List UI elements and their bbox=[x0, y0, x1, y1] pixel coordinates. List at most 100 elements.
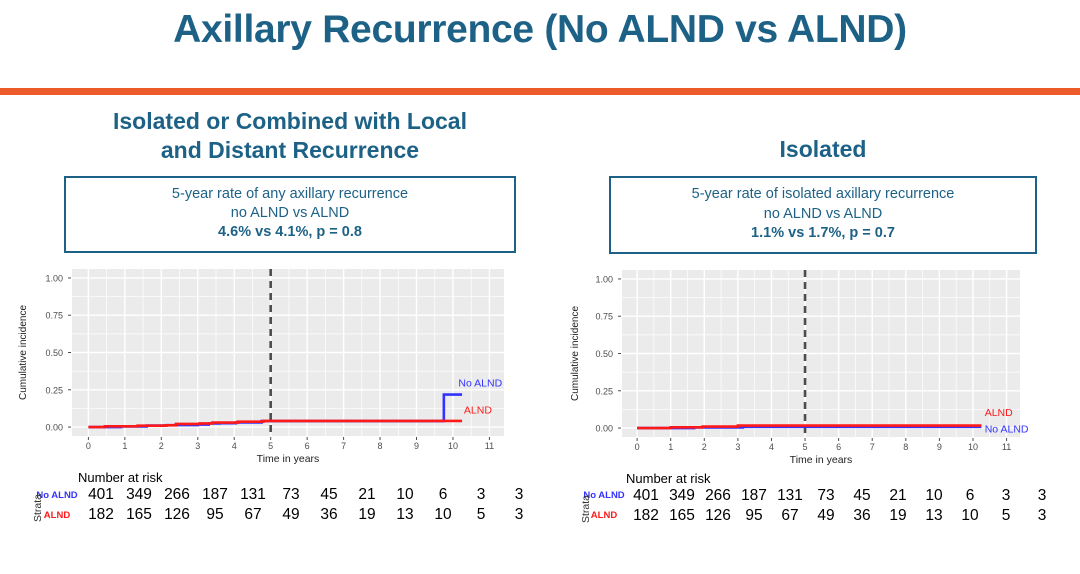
title-divider-bar bbox=[0, 88, 1080, 95]
info-line-1: 5-year rate of any axillary recurrence bbox=[171, 185, 409, 202]
svg-text:Time in years: Time in years bbox=[257, 453, 320, 465]
strata-axis-label: Strata bbox=[580, 494, 592, 523]
svg-text:No ALND: No ALND bbox=[458, 378, 502, 390]
risk-count-cell: 49 bbox=[282, 506, 300, 524]
info-line-2: no ALND vs ALND bbox=[230, 205, 350, 221]
risk-count-cell: 21 bbox=[358, 486, 376, 504]
svg-text:8: 8 bbox=[378, 441, 383, 451]
svg-text:ALND: ALND bbox=[985, 407, 1013, 419]
strata-axis-label: Strata bbox=[32, 494, 44, 523]
svg-text:4: 4 bbox=[232, 441, 237, 451]
svg-text:9: 9 bbox=[414, 441, 419, 451]
risk-count-cell: 95 bbox=[206, 506, 224, 524]
risk-count-cell: 36 bbox=[853, 506, 871, 524]
risk-count-cell: 266 bbox=[705, 486, 731, 504]
svg-text:1.00: 1.00 bbox=[595, 274, 613, 284]
risk-table-title: Number at risk bbox=[626, 470, 711, 486]
svg-text:3: 3 bbox=[735, 442, 740, 452]
svg-text:3: 3 bbox=[195, 441, 200, 451]
risk-count-cell: 266 bbox=[164, 486, 190, 504]
svg-text:2: 2 bbox=[702, 442, 707, 452]
svg-text:10: 10 bbox=[968, 442, 978, 452]
risk-count-cell: 19 bbox=[889, 506, 907, 524]
strata-label-no-alnd: No ALND bbox=[36, 489, 78, 501]
svg-text:11: 11 bbox=[1002, 442, 1011, 452]
risk-count-cell: 95 bbox=[745, 506, 763, 524]
svg-text:0.25: 0.25 bbox=[595, 386, 613, 396]
svg-text:ALND: ALND bbox=[464, 405, 492, 417]
risk-count-cell: 187 bbox=[741, 486, 767, 504]
svg-text:4: 4 bbox=[769, 442, 774, 452]
svg-text:Time in years: Time in years bbox=[790, 454, 853, 466]
svg-text:0.75: 0.75 bbox=[45, 311, 63, 321]
panel-right-heading-line1: Isolated bbox=[779, 136, 867, 162]
risk-count-cell: 45 bbox=[853, 486, 871, 504]
risk-count-cell: 13 bbox=[925, 506, 943, 524]
risk-count-cell: 3 bbox=[514, 506, 524, 524]
svg-text:1.00: 1.00 bbox=[45, 274, 63, 284]
svg-text:9: 9 bbox=[937, 442, 942, 452]
panel-left-heading: Isolated or Combined with Local and Dist… bbox=[42, 103, 539, 166]
risk-count-cell: 10 bbox=[925, 486, 943, 504]
risk-count-cell: 10 bbox=[434, 506, 452, 524]
panel-right-info-box: 5-year rate of isolated axillary recurre… bbox=[609, 176, 1037, 254]
risk-table-title: Number at risk bbox=[78, 470, 163, 486]
svg-text:1: 1 bbox=[122, 441, 127, 451]
risk-count-cell: 67 bbox=[244, 506, 262, 524]
svg-text:0: 0 bbox=[635, 442, 640, 452]
risk-count-cell: 3 bbox=[1001, 486, 1011, 504]
risk-count-cell: 49 bbox=[817, 506, 835, 524]
risk-count-cell: 182 bbox=[88, 506, 114, 524]
risk-count-cell: 3 bbox=[1037, 486, 1047, 504]
panel-right-heading: Isolated bbox=[592, 103, 1055, 164]
svg-text:10: 10 bbox=[448, 441, 458, 451]
page-title: Axillary Recurrence (No ALND vs ALND) bbox=[173, 8, 907, 51]
svg-text:8: 8 bbox=[903, 442, 908, 452]
svg-text:11: 11 bbox=[485, 441, 494, 451]
svg-text:0: 0 bbox=[86, 441, 91, 451]
risk-count-cell: 126 bbox=[164, 506, 190, 524]
risk-count-cell: 73 bbox=[282, 486, 300, 504]
risk-count-cell: 126 bbox=[705, 506, 731, 524]
risk-count-cell: 6 bbox=[965, 486, 975, 504]
svg-text:0.00: 0.00 bbox=[595, 423, 613, 433]
svg-text:0.50: 0.50 bbox=[595, 349, 613, 359]
strata-label-alnd: ALND bbox=[43, 509, 71, 521]
svg-text:0.50: 0.50 bbox=[45, 348, 63, 358]
svg-text:7: 7 bbox=[870, 442, 875, 452]
risk-count-cell: 36 bbox=[320, 506, 338, 524]
risk-count-cell: 6 bbox=[438, 486, 448, 504]
risk-count-cell: 3 bbox=[476, 486, 486, 504]
info-line-1: 5-year rate of isolated axillary recurre… bbox=[691, 186, 955, 203]
svg-text:0.75: 0.75 bbox=[595, 312, 613, 322]
strata-label-no-alnd: No ALND bbox=[583, 490, 625, 502]
risk-count-cell: 401 bbox=[88, 486, 114, 504]
risk-count-cell: 187 bbox=[202, 486, 228, 504]
panel-left: Isolated or Combined with Local and Dist… bbox=[14, 103, 566, 574]
risk-count-cell: 5 bbox=[1001, 506, 1011, 524]
risk-count-cell: 131 bbox=[240, 486, 266, 504]
panel-left-heading-line2: and Distant Recurrence bbox=[160, 137, 420, 164]
info-line-3: 1.1% vs 1.7%, p = 0.7 bbox=[751, 224, 895, 241]
risk-count-cell: 45 bbox=[320, 486, 338, 504]
risk-count-cell: 165 bbox=[126, 506, 152, 524]
panel-left-heading-line1: Isolated or Combined with Local bbox=[113, 108, 467, 134]
panel-left-info-box: 5-year rate of any axillary recurrence n… bbox=[64, 175, 516, 254]
risk-count-cell: 10 bbox=[961, 506, 979, 524]
risk-count-cell: 3 bbox=[1037, 506, 1047, 524]
risk-count-cell: 182 bbox=[633, 506, 659, 524]
risk-count-cell: 401 bbox=[633, 486, 659, 504]
svg-text:1: 1 bbox=[668, 442, 673, 452]
risk-count-cell: 349 bbox=[669, 486, 695, 504]
svg-text:No ALND: No ALND bbox=[985, 424, 1029, 436]
svg-text:6: 6 bbox=[305, 441, 310, 451]
panel-right: Isolated 5-year rate of isolated axillar… bbox=[566, 103, 1080, 574]
